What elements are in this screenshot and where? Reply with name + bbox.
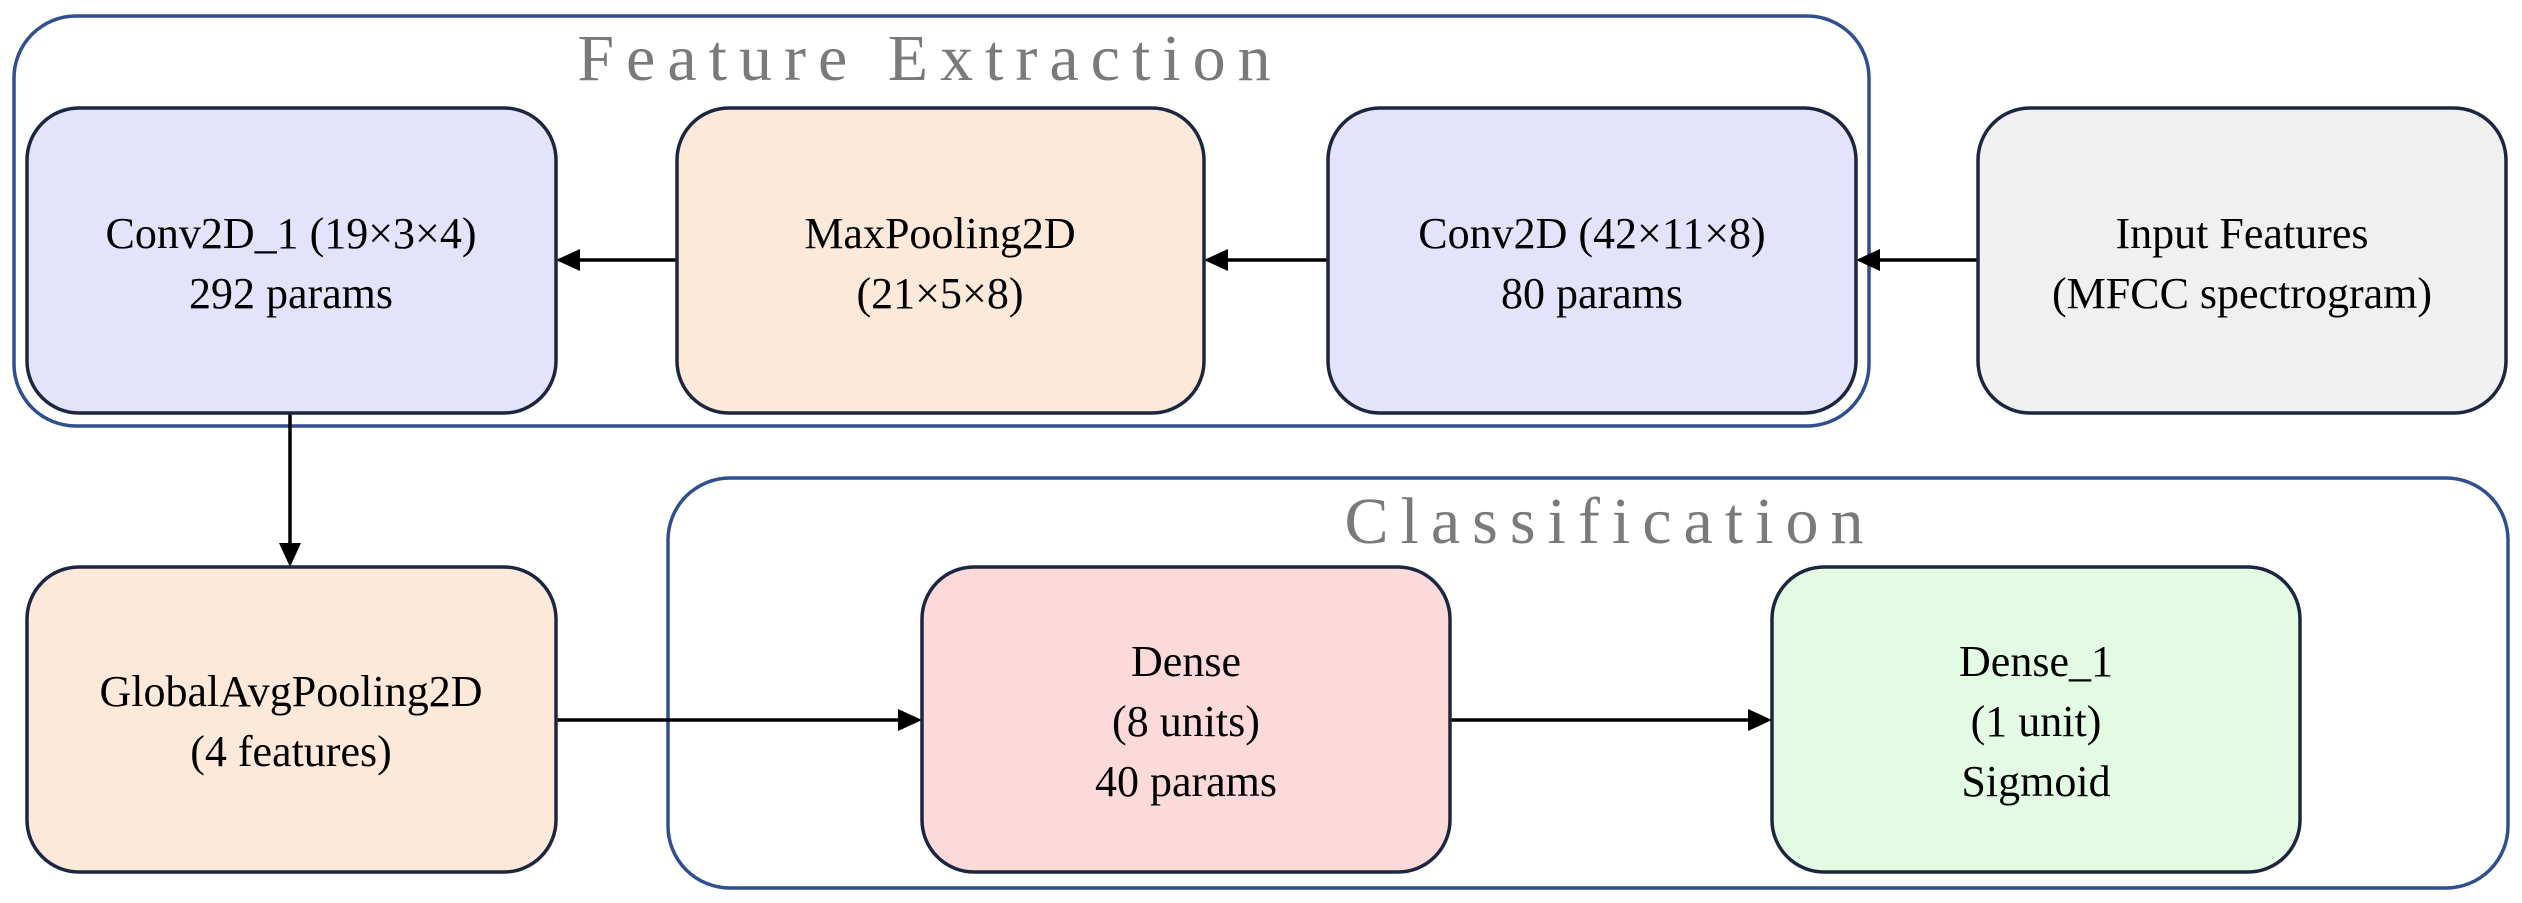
classification-frame — [666, 476, 2510, 890]
node-box — [920, 565, 1452, 874]
node-globalavgpooling2d: GlobalAvgPooling2D (4 features) — [25, 565, 558, 874]
node-conv2d: Conv2D (42×11×8) 80 params — [1326, 106, 1858, 415]
node-label-line: (MFCC spectrogram) — [2052, 269, 2432, 318]
node-box — [25, 565, 558, 874]
node-label-line: Dense_1 — [1959, 637, 2113, 686]
node-label-line: Input Features — [2116, 209, 2369, 258]
node-label-line: Sigmoid — [1961, 757, 2110, 806]
node-label-line: (8 units) — [1112, 697, 1260, 746]
edges — [279, 249, 1978, 731]
node-box — [675, 106, 1206, 415]
node-label-line: MaxPooling2D — [804, 209, 1075, 258]
node-box — [25, 106, 558, 415]
node-dense-1: Dense_1 (1 unit) Sigmoid — [1770, 565, 2302, 874]
node-label-line: (4 features) — [190, 727, 392, 776]
arrowhead-icon — [898, 709, 922, 731]
node-label-line: (21×5×8) — [857, 269, 1024, 318]
node-maxpooling2d: MaxPooling2D (21×5×8) — [675, 106, 1206, 415]
node-label-line: Conv2D (42×11×8) — [1418, 209, 1765, 258]
classification-title: Classification — [1345, 485, 1876, 558]
feature-extraction-frame — [12, 14, 1871, 428]
node-label-line: 40 params — [1095, 757, 1277, 806]
node-dense: Dense (8 units) 40 params — [920, 565, 1452, 874]
node-label-line: 80 params — [1501, 269, 1683, 318]
arrowhead-icon — [1748, 709, 1772, 731]
node-box — [1326, 106, 1858, 415]
node-label-line: Dense — [1131, 637, 1241, 686]
node-box — [1770, 565, 2302, 874]
arrowhead-icon — [1204, 249, 1228, 271]
feature-extraction-group: Feature Extraction — [12, 14, 1871, 428]
node-label-line: 292 params — [189, 269, 393, 318]
node-label-line: Conv2D_1 (19×3×4) — [105, 209, 476, 258]
classification-group: Classification — [666, 476, 2510, 890]
node-label-line: GlobalAvgPooling2D — [100, 667, 483, 716]
arrowhead-icon — [556, 249, 580, 271]
node-conv2d-1: Conv2D_1 (19×3×4) 292 params — [25, 106, 558, 415]
arrowhead-icon — [279, 543, 301, 567]
node-box — [1976, 106, 2508, 415]
feature-extraction-title: Feature Extraction — [577, 22, 1282, 95]
node-input-features: Input Features (MFCC spectrogram) — [1976, 106, 2508, 415]
node-label-line: (1 unit) — [1971, 697, 2102, 746]
arrowhead-icon — [1856, 249, 1880, 271]
